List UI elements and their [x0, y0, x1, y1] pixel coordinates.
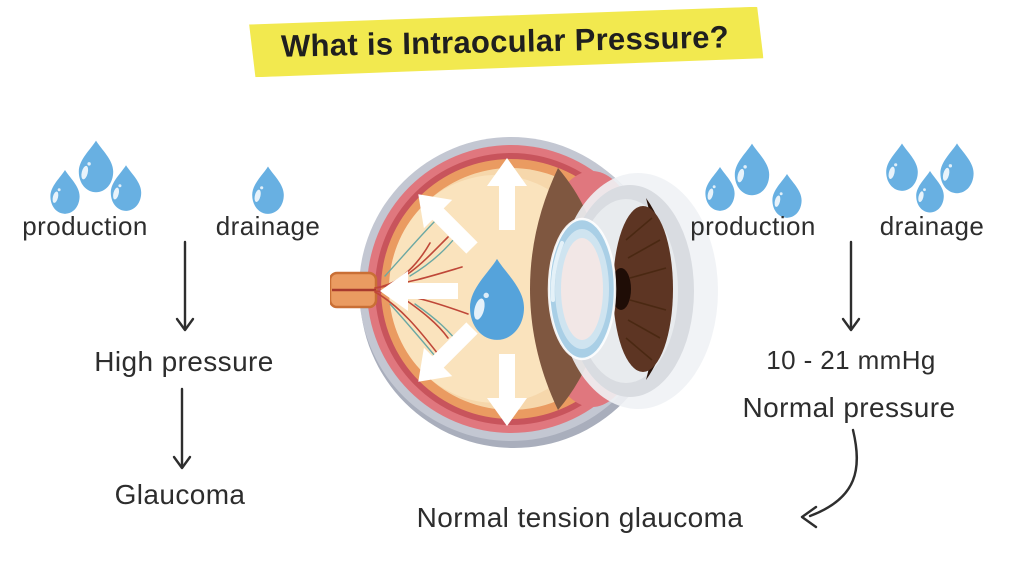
eye-cross-section-illustration	[330, 137, 718, 448]
left-drainage-drop water-drop-icon	[252, 166, 284, 214]
high-pressure-label: High pressure	[94, 346, 274, 377]
outward-pressure-arrows-icon	[380, 158, 527, 426]
left-down-arrow-1 down-arrow-icon	[175, 240, 195, 332]
right-down-arrow down-arrow-icon	[841, 240, 861, 332]
right-drainage-drops water-drop-icon	[886, 143, 974, 213]
normal-tension-glaucoma-label: Normal tension glaucoma	[416, 502, 744, 533]
right-drainage-label: drainage	[879, 211, 985, 241]
left-drainage-label: drainage	[215, 211, 321, 241]
right-production-label: production	[690, 211, 816, 241]
pupil	[611, 268, 631, 310]
pressure-range-label: 10 - 21 mmHg	[766, 345, 936, 375]
normal-pressure-label: Normal pressure	[742, 392, 956, 423]
curved-arrow-icon	[800, 428, 859, 529]
right-production-drops water-drop-icon	[705, 143, 802, 218]
left-down-arrow-2 down-arrow-icon	[172, 387, 192, 470]
glaucoma-label: Glaucoma	[114, 479, 246, 510]
optic-nerve	[330, 271, 378, 309]
iris	[613, 198, 673, 380]
lens	[547, 217, 617, 361]
aqueous-humor-drop-icon	[470, 258, 524, 340]
left-production-label: production	[22, 211, 148, 241]
left-production-drops water-drop-icon	[50, 140, 142, 214]
